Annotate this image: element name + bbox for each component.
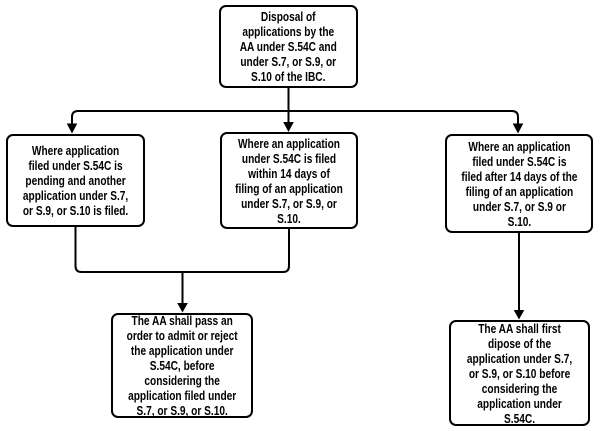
- arrowhead-right-icon: [512, 123, 524, 134]
- node-filed-within-14-days-text: Where an application under S.54C is file…: [235, 135, 343, 226]
- node-disposal-root-text: Disposal of applications by the AA under…: [239, 9, 338, 84]
- node-filed-within-14-days: Where an application under S.54C is file…: [220, 132, 358, 229]
- arrowhead-center-icon: [283, 122, 294, 132]
- arrowhead-bottom-center-icon: [177, 303, 188, 313]
- node-order-admit-reject-text: The AA shall pass an order to admit or r…: [126, 313, 238, 418]
- node-s54c-pending: Where application filed under S.54C is p…: [6, 134, 145, 227]
- node-first-dispose: The AA shall first dipose of the applica…: [449, 320, 590, 426]
- node-filed-after-14-days: Where an application filed under S.54C i…: [445, 134, 593, 233]
- node-filed-after-14-days-text: Where an application filed under S.54C i…: [460, 138, 578, 229]
- edge-top-split-bar: [71, 110, 519, 124]
- node-s54c-pending-text: Where application filed under S.54C is p…: [22, 143, 129, 218]
- arrowhead-bottom-right-icon: [513, 310, 525, 320]
- edge-join-left-center: [74, 227, 290, 273]
- node-first-dispose-text: The AA shall first dipose of the applica…: [466, 320, 573, 426]
- node-disposal-root: Disposal of applications by the AA under…: [219, 5, 358, 88]
- arrowhead-left-icon: [66, 123, 78, 134]
- node-order-admit-reject: The AA shall pass an order to admit or r…: [111, 313, 253, 418]
